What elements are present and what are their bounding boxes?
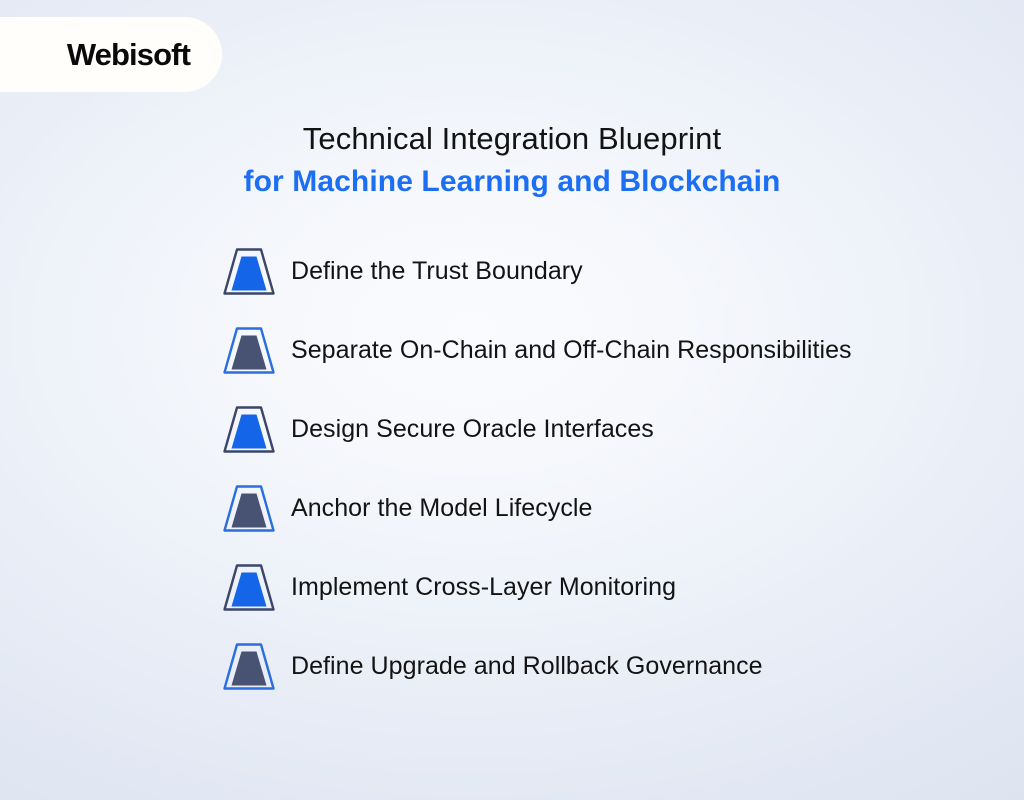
trapezoid-icon	[222, 640, 276, 692]
brand-logo-text: Webisoft	[66, 37, 191, 72]
page-title-line-1: Technical Integration Blueprint	[302, 121, 722, 156]
page-title: Technical Integration Blueprint for Mach…	[0, 118, 1024, 202]
page-title-line-2: for Machine Learning and Blockchain	[243, 165, 781, 199]
trapezoid-icon	[222, 403, 276, 455]
trapezoid-icon	[222, 482, 276, 534]
list-item-label: Separate On-Chain and Off-Chain Responsi…	[291, 336, 852, 364]
list-item: Anchor the Model Lifecycle	[222, 480, 1024, 536]
list-item-label: Anchor the Model Lifecycle	[291, 494, 593, 522]
trapezoid-icon	[222, 324, 276, 376]
list-item: Define the Trust Boundary	[222, 243, 1024, 299]
trapezoid-icon	[222, 561, 276, 613]
list-item: Design Secure Oracle Interfaces	[222, 401, 1024, 457]
list-item: Define Upgrade and Rollback Governance	[222, 638, 1024, 694]
list-item: Implement Cross-Layer Monitoring	[222, 559, 1024, 615]
brand-logo: Webisoft	[0, 17, 222, 92]
list-item-label: Define Upgrade and Rollback Governance	[291, 652, 763, 680]
list-item-label: Define the Trust Boundary	[291, 257, 583, 285]
trapezoid-icon	[222, 245, 276, 297]
list-item: Separate On-Chain and Off-Chain Responsi…	[222, 322, 1024, 378]
list-item-label: Design Secure Oracle Interfaces	[291, 415, 654, 443]
list-item-label: Implement Cross-Layer Monitoring	[291, 573, 677, 601]
